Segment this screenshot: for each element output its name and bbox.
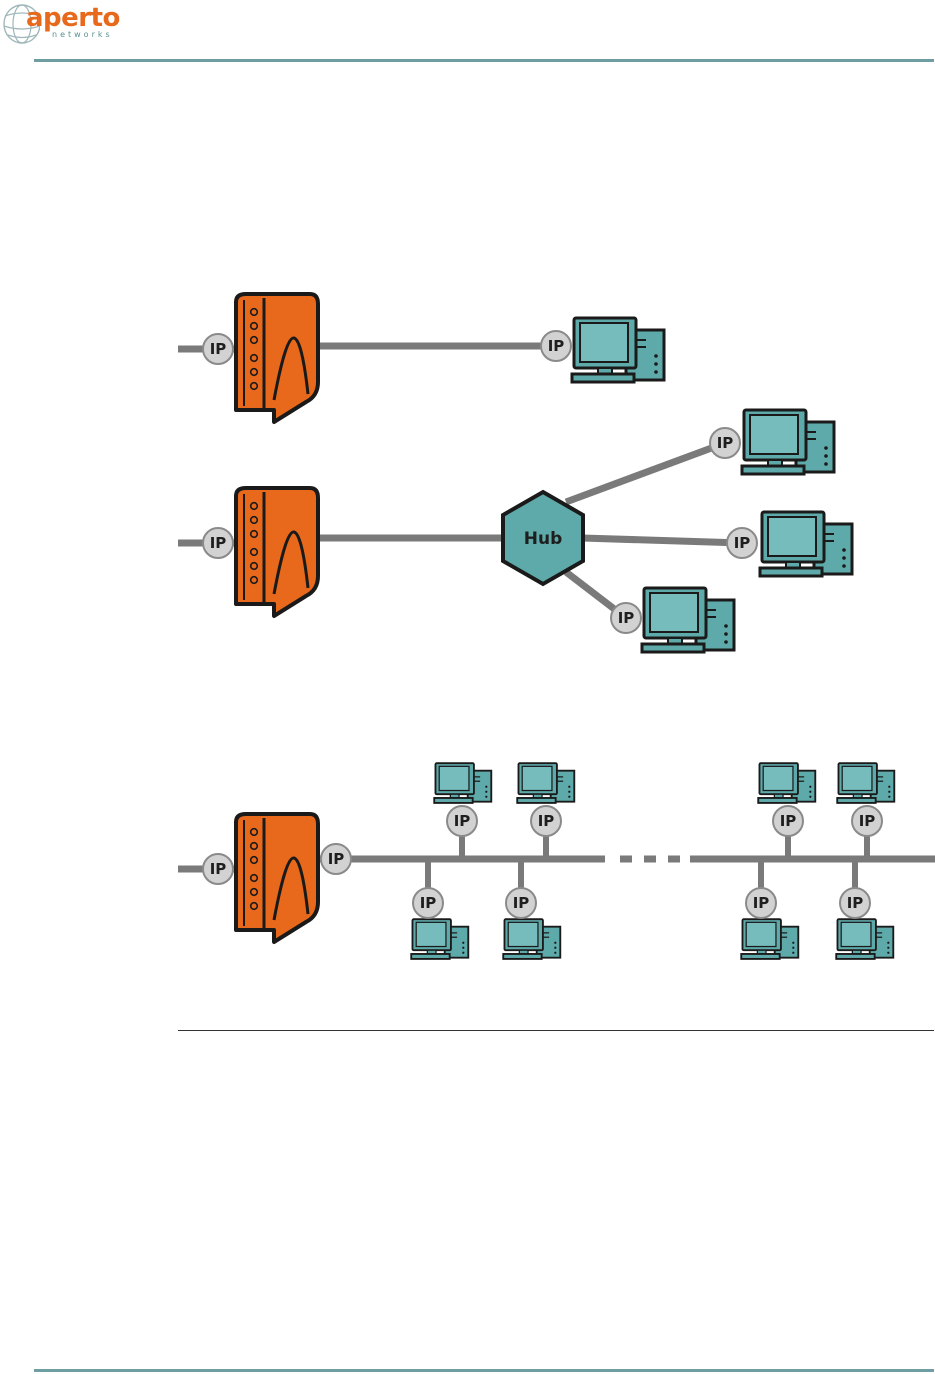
computer-icon <box>758 763 815 803</box>
computer-icon <box>434 763 491 803</box>
ip-badge: IP <box>413 888 443 918</box>
svg-text:IP: IP <box>328 850 345 868</box>
svg-text:IP: IP <box>734 534 751 552</box>
computer-icon <box>517 763 574 803</box>
svg-text:IP: IP <box>210 534 227 552</box>
svg-text:IP: IP <box>454 812 471 830</box>
hub-icon: Hub <box>503 492 583 584</box>
computer-icon <box>837 763 894 803</box>
ip-badge: IP <box>746 888 776 918</box>
svg-text:IP: IP <box>513 894 530 912</box>
router-icon <box>236 814 318 942</box>
footer-rule <box>34 1369 934 1372</box>
svg-text:IP: IP <box>859 812 876 830</box>
svg-text:IP: IP <box>753 894 770 912</box>
router-icon <box>236 294 318 422</box>
ip-badge: IP <box>541 331 571 361</box>
svg-text:IP: IP <box>210 340 227 358</box>
ip-badge: IP <box>773 806 803 836</box>
ip-badge: IP <box>727 528 757 558</box>
computer-icon <box>760 512 852 576</box>
ip-badge: IP <box>840 888 870 918</box>
topology-direct: IP IP <box>178 294 664 422</box>
svg-text:IP: IP <box>847 894 864 912</box>
hub-cable <box>566 443 725 502</box>
computer-icon <box>742 410 834 474</box>
figure-bottom-rule <box>178 1030 934 1031</box>
ip-badge: IP <box>203 854 233 884</box>
svg-text:IP: IP <box>210 860 227 878</box>
svg-text:IP: IP <box>538 812 555 830</box>
computer-icon <box>642 588 734 652</box>
ip-badge: IP <box>531 806 561 836</box>
topology-hub: Hub IP IP IP IP <box>178 410 852 652</box>
router-icon <box>236 488 318 616</box>
ip-badge: IP <box>203 334 233 364</box>
computer-icon <box>411 919 468 959</box>
topology-bus: IP IP IP IP IP IP IP IP <box>178 763 935 959</box>
computer-icon <box>503 919 560 959</box>
computer-icon <box>741 919 798 959</box>
svg-text:IP: IP <box>780 812 797 830</box>
svg-text:IP: IP <box>420 894 437 912</box>
ip-badge: IP <box>506 888 536 918</box>
ip-badge: IP <box>203 528 233 558</box>
ip-badge: IP <box>447 806 477 836</box>
ip-badge: IP <box>852 806 882 836</box>
svg-text:IP: IP <box>548 337 565 355</box>
ip-badge: IP <box>611 603 641 633</box>
computer-icon <box>836 919 893 959</box>
computer-icon <box>572 318 664 382</box>
ip-badge: IP <box>321 844 351 874</box>
ip-badge: IP <box>710 428 740 458</box>
svg-text:Hub: Hub <box>524 529 563 549</box>
hub-cable <box>582 538 742 543</box>
svg-text:IP: IP <box>717 434 734 452</box>
svg-text:IP: IP <box>618 609 635 627</box>
